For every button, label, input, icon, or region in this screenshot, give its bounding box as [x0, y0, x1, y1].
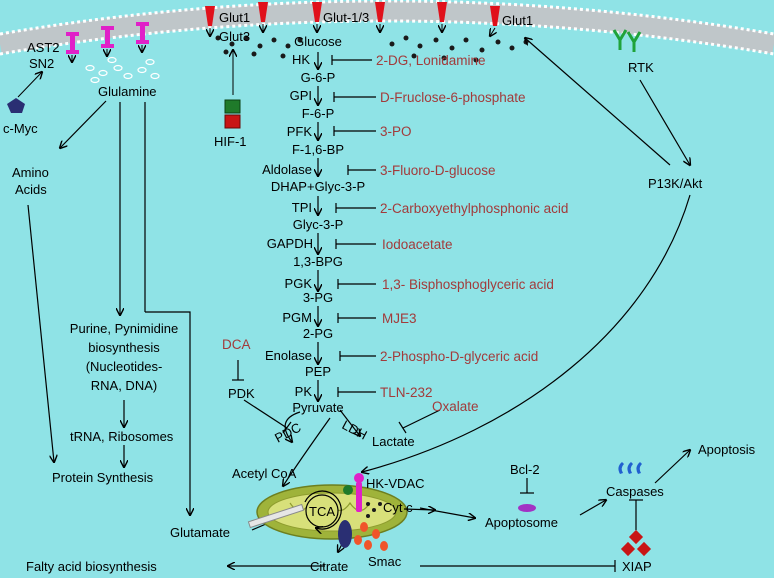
pi3k-label: P13K/Akt: [648, 176, 703, 191]
dca-label: DCA: [222, 337, 251, 352]
pk-label: PK: [295, 384, 313, 399]
pfk-label: PFK: [287, 124, 313, 139]
purine-line2: biosynthesis: [88, 340, 160, 355]
inhibitor-hk: 2-DG, Lonidamine: [376, 53, 486, 68]
aldolase-label: Aldolase: [262, 162, 312, 177]
inhibitor-pgm: MJE3: [382, 311, 417, 326]
glut1-right-label: Glut1: [502, 13, 533, 28]
fatty-acid-label: Falty acid biosynthesis: [26, 559, 157, 574]
regulator-labels: HIF-1 c-Myc P13K/Akt: [3, 121, 703, 191]
inhibitor-aldolase: 3-Fluoro-D-glucose: [380, 163, 496, 178]
lactate-label: Lactate: [372, 434, 415, 449]
pep-label: PEP: [305, 364, 331, 379]
pgm-label: PGM: [282, 310, 312, 325]
inhibitor-tpi: 2-Carboxyethylphosphonic acid: [380, 201, 568, 216]
glucose-label: Glucose: [294, 34, 342, 49]
cell-membrane: [0, 0, 774, 56]
bpg13-label: 1,3-BPG: [293, 254, 343, 269]
cytc-dots: [366, 502, 382, 518]
enzyme-labels: HK GPI PFK Aldolase TPI GAPDH PGK PGM En…: [262, 52, 313, 399]
mitochondria-labels: Acetyl CoA TCA HK-VDAC Cyt c Citrate Sma…: [26, 466, 425, 574]
bcl2-shape: [518, 504, 536, 512]
acetyl-coa-label: Acetyl CoA: [232, 466, 297, 481]
membrane-labels: Glut1 Glut3 Glut-1/3 Glut1 RTK AST2 SN2: [27, 10, 654, 75]
pg2-label: 2-PG: [303, 326, 333, 341]
hk-label: HK: [292, 52, 310, 67]
inhibitor-labels: 2-DG, Lonidamine D-Fruclose-6-phosphate …: [376, 53, 568, 400]
rtk-receptor: [612, 29, 642, 52]
glyc3p-label: Glyc-3-P: [293, 217, 344, 232]
glut1-left-label: Glut1: [219, 10, 250, 25]
pyruvate-branch-lines: [232, 360, 441, 486]
enolase-label: Enolase: [265, 348, 312, 363]
inhibitor-pgk: 1,3- Bisphosphoglyceric acid: [382, 277, 554, 292]
glutamine-molecules: [85, 56, 160, 84]
purine-line3: (Nucleotides-: [86, 359, 163, 374]
hk-vdac-label: HK-VDAC: [366, 476, 425, 491]
inhibitor-pk: TLN-232: [380, 385, 433, 400]
purine-line1: Purine, Pynimidine: [70, 321, 178, 336]
inhibitor-gapdh: Iodoacetate: [382, 237, 453, 252]
gapdh-label: GAPDH: [267, 236, 313, 251]
glut3-left-label: Glut3: [219, 29, 250, 44]
hif1-complex: [224, 99, 241, 129]
rtk-label: RTK: [628, 60, 654, 75]
trna-label: tRNA, Ribosomes: [70, 429, 174, 444]
f6p-label: F-6-P: [302, 106, 335, 121]
inhibitor-gpi: D-Fruclose-6-phosphate: [380, 90, 526, 105]
ast2-label: AST2: [27, 40, 60, 55]
pgk-label: PGK: [285, 276, 313, 291]
pyruvate-label: Pyruvate: [292, 400, 343, 415]
tca-label: TCA: [309, 504, 335, 519]
ast-transporters: [66, 22, 149, 54]
metabolite-labels: Glucose G-6-P F-6-P F-1,6-BP DHAP+Glyc-3…: [271, 34, 415, 449]
hif1-label: HIF-1: [214, 134, 247, 149]
pdc-label: PDC: [272, 420, 303, 446]
gpi-label: GPI: [290, 88, 312, 103]
inhibitor-enolase: 2-Phospho-D-glyceric acid: [380, 349, 538, 364]
purine-line4: RNA, DNA): [91, 378, 157, 393]
amino-label: Amino: [12, 165, 49, 180]
caspase-shapes: [618, 462, 642, 474]
apoptosome-label: Apoptosome: [485, 515, 558, 530]
glutamine-label: Glulamine: [98, 84, 157, 99]
inhibitor-bars: [331, 55, 376, 397]
apoptosis-labels: Bcl-2 Apoptosome Caspases Apoptosis XIAP: [485, 442, 756, 574]
xiap-shapes: [620, 529, 652, 557]
glucose-molecules: [215, 35, 529, 63]
pdk-label: PDK: [228, 386, 255, 401]
glutamate-label: Glutamate: [170, 525, 230, 540]
xiap-label: XIAP: [622, 559, 652, 574]
acids-label: Acids: [15, 182, 47, 197]
ldh-label: LDH: [340, 417, 370, 442]
glutamine-labels: Glulamine Amino Acids Purine, Pynimidine…: [12, 84, 230, 540]
smac-droplets: [354, 522, 388, 551]
dhap-label: DHAP+Glyc-3-P: [271, 179, 365, 194]
apoptosis-label: Apoptosis: [698, 442, 756, 457]
cmyc-shape: [7, 98, 25, 113]
protein-synthesis-label: Protein Synthesis: [52, 470, 154, 485]
citrate-label: Citrate: [310, 559, 348, 574]
mitochondrion: [247, 473, 408, 548]
inhibitor-pfk: 3-PO: [380, 124, 412, 139]
signaling-lines: [228, 38, 690, 572]
f16bp-label: F-1,6-BP: [292, 142, 344, 157]
caspases-label: Caspases: [606, 484, 664, 499]
tpi-label: TPI: [292, 200, 312, 215]
cmyc-label: c-Myc: [3, 121, 38, 136]
bcl2-label: Bcl-2: [510, 462, 540, 477]
glut13-label: Glut-1/3: [323, 10, 369, 25]
g6p-label: G-6-P: [301, 70, 336, 85]
glut-transporters: [205, 2, 500, 26]
smac-label: Smac: [368, 554, 402, 569]
sn2-label: SN2: [29, 56, 54, 71]
glutamine-pathway-lines: [27, 100, 280, 531]
oxalate-label: Oxalate: [432, 399, 479, 414]
pg3-label: 3-PG: [303, 290, 333, 305]
cytc-label: Cyt c: [383, 500, 413, 515]
